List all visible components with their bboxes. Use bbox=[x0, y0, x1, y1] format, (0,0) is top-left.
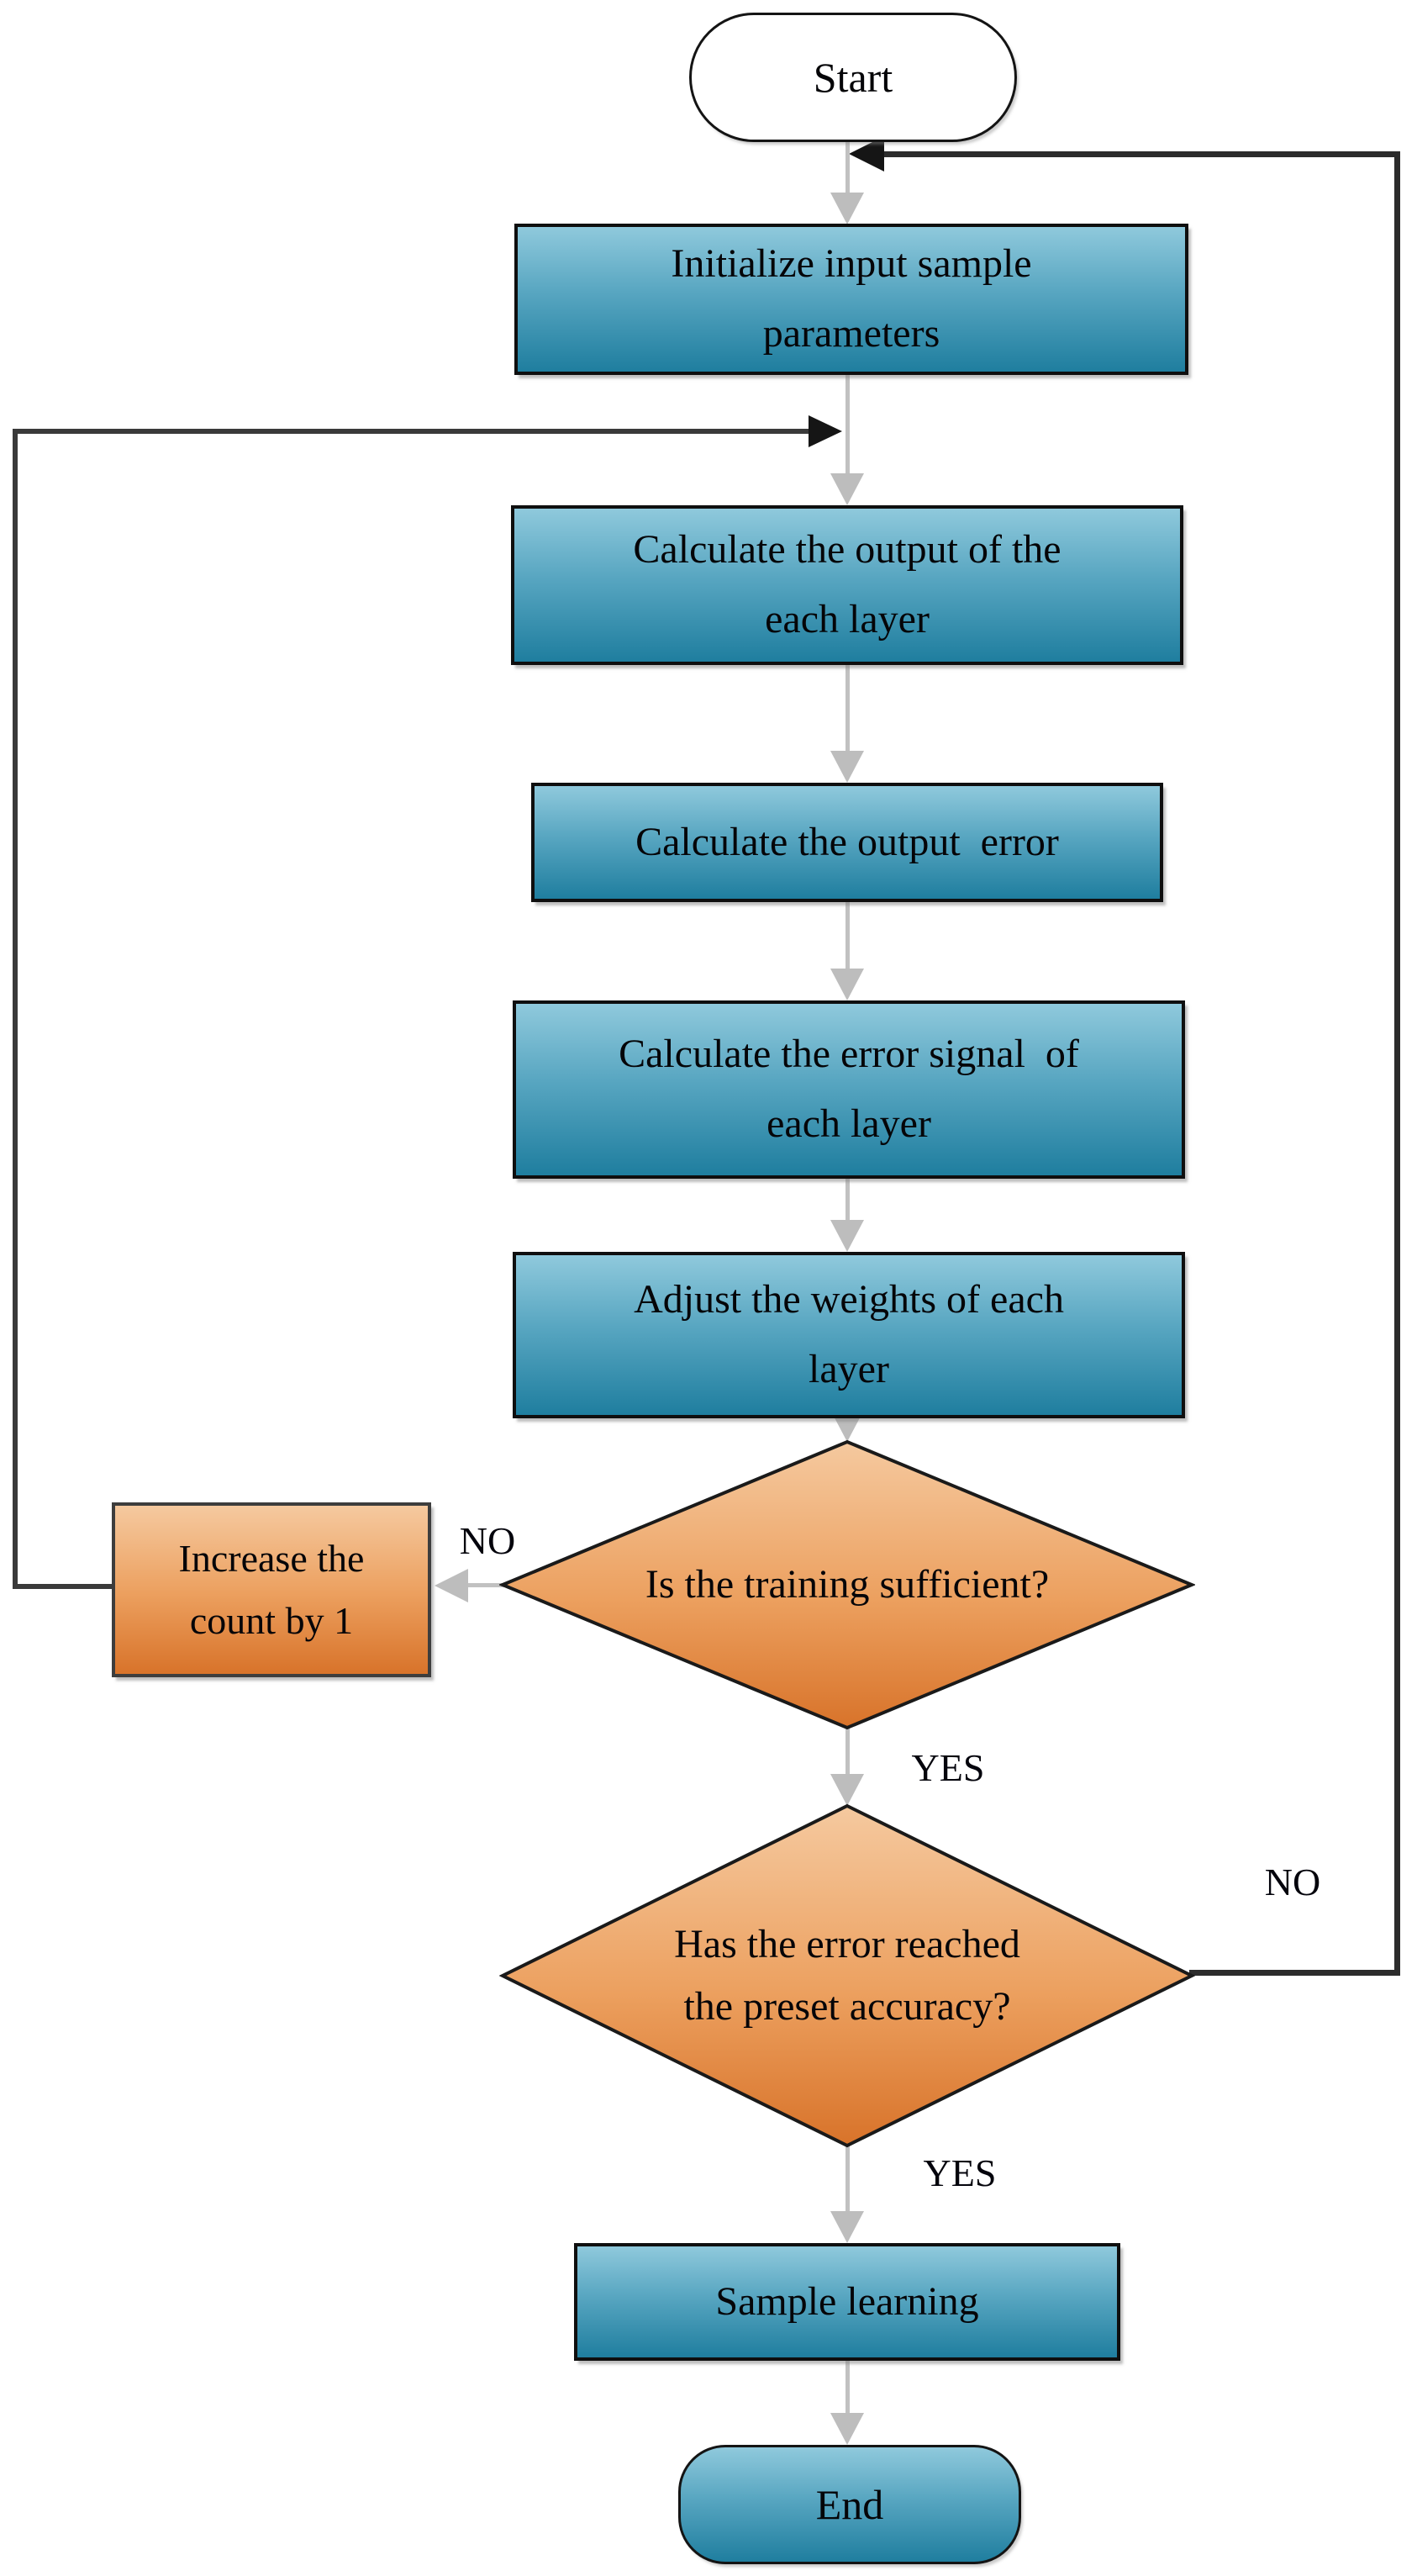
arrow-into-sample-icon bbox=[830, 2211, 864, 2243]
initialize-label: Initialize input sample parameters bbox=[671, 241, 1032, 356]
connector-decision1-decision2 bbox=[845, 1728, 850, 1776]
calc-error-signal-label: Calculate the error signal of each layer bbox=[619, 1032, 1079, 1146]
sample-learning-label: Sample learning bbox=[715, 2278, 979, 2324]
calc-error-signal-process: Calculate the error signal of each layer bbox=[513, 1000, 1185, 1179]
sample-learning-process: Sample learning bbox=[574, 2243, 1120, 2361]
decision-training-diamond bbox=[499, 1439, 1195, 1730]
increase-count-process: Increase the count by 1 bbox=[112, 1502, 431, 1677]
adjust-weights-label: Adjust the weights of each layer bbox=[634, 1277, 1064, 1391]
arrow-into-init-icon bbox=[830, 193, 864, 224]
loop-left-arrowhead-icon bbox=[809, 415, 842, 447]
calc-output-error-label: Calculate the output error bbox=[635, 819, 1059, 864]
edge-label-yes-accuracy: YES bbox=[923, 2151, 997, 2194]
loop-left-horizontal-top bbox=[13, 429, 809, 434]
connector-errorsignal-adjust bbox=[845, 1179, 850, 1221]
connector-calcoutput-calcerror bbox=[845, 665, 850, 751]
start-label: Start bbox=[813, 54, 893, 101]
calc-output-process: Calculate the output of the each layer bbox=[511, 505, 1183, 665]
end-terminator: End bbox=[678, 2445, 1021, 2564]
loop-left-vertical bbox=[13, 429, 18, 1589]
loop-right-horizontal-top bbox=[879, 151, 1400, 157]
loop-right-horizontal-bottom bbox=[1189, 1970, 1400, 1976]
edge-label-no-training: NO bbox=[459, 1519, 516, 1562]
decision-training-label-box: Is the training sufficient? bbox=[538, 1442, 1156, 1728]
increase-count-label: Increase the count by 1 bbox=[178, 1537, 365, 1642]
connector-start-init bbox=[845, 141, 850, 195]
arrow-into-increase-icon bbox=[435, 1569, 468, 1602]
loop-left-horizontal-bottom bbox=[13, 1584, 113, 1589]
arrow-into-end-icon bbox=[830, 2413, 864, 2445]
loop-right-vertical bbox=[1394, 151, 1400, 1974]
edge-label-yes-training: YES bbox=[911, 1746, 985, 1789]
connector-init-calcoutput bbox=[845, 375, 850, 474]
initialize-process: Initialize input sample parameters bbox=[514, 224, 1188, 375]
decision-training-label: Is the training sufficient? bbox=[645, 1561, 1050, 1607]
connector-sample-end bbox=[845, 2361, 850, 2415]
arrow-into-decision2-icon bbox=[830, 1774, 864, 1806]
calc-output-error-process: Calculate the output error bbox=[531, 783, 1163, 902]
end-label: End bbox=[815, 2481, 884, 2528]
decision-accuracy-label: Has the error reached the preset accurac… bbox=[674, 1921, 1020, 2029]
arrow-into-adjust-icon bbox=[830, 1220, 864, 1252]
decision-accuracy-label-box: Has the error reached the preset accurac… bbox=[538, 1806, 1156, 2146]
adjust-weights-process: Adjust the weights of each layer bbox=[513, 1252, 1185, 1418]
connector-decision2-sample bbox=[845, 2144, 850, 2213]
arrow-into-calcoutput-icon bbox=[830, 473, 864, 505]
start-terminator: Start bbox=[689, 13, 1017, 142]
connector-decision1-increase bbox=[467, 1583, 504, 1587]
arrow-into-errorsignal-icon bbox=[830, 969, 864, 1000]
arrow-into-calcerror-icon bbox=[830, 751, 864, 783]
decision-accuracy-diamond bbox=[499, 1803, 1195, 2148]
loop-right-arrowhead-icon bbox=[849, 136, 884, 172]
calc-output-label: Calculate the output of the each layer bbox=[633, 527, 1061, 641]
connector-calcerror-errorsignal bbox=[845, 902, 850, 969]
edge-label-no-accuracy: NO bbox=[1264, 1861, 1321, 1903]
